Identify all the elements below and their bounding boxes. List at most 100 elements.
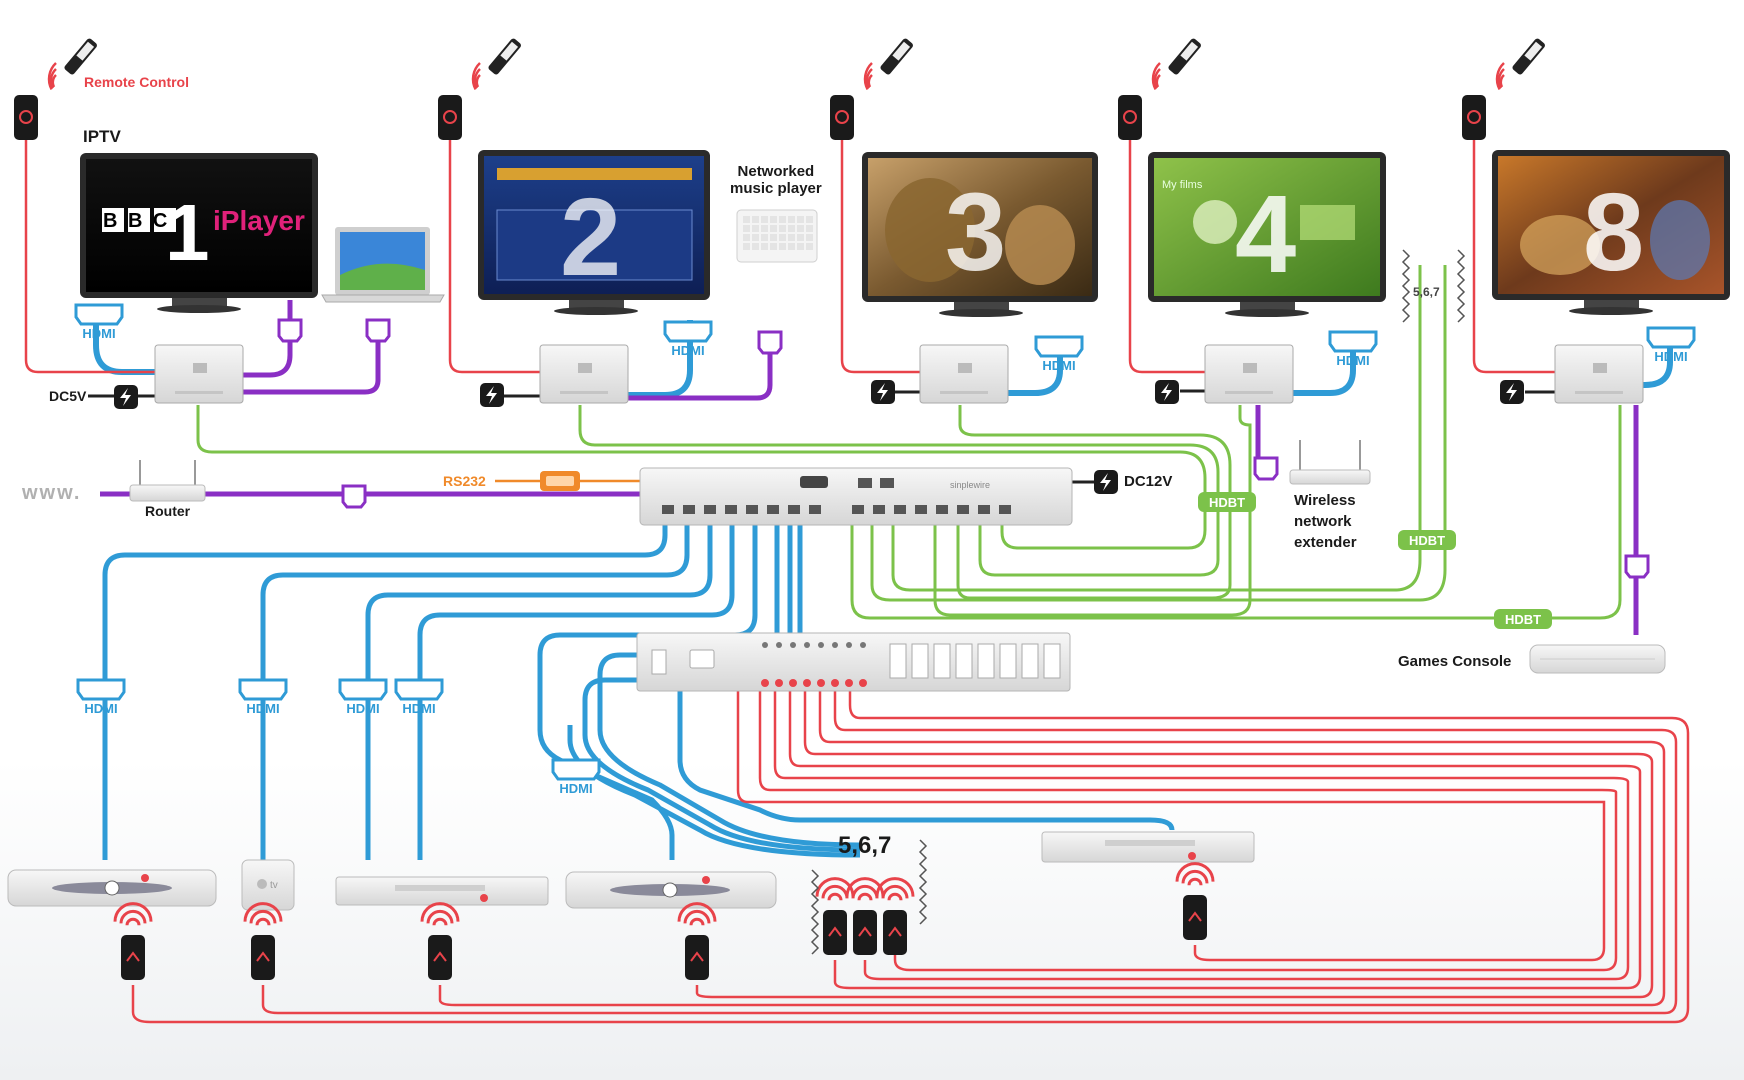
svg-text:HDMI: HDMI bbox=[246, 701, 279, 716]
ethernet-connector-icon bbox=[757, 330, 783, 355]
hdmi-badge-icon: HDMI bbox=[238, 678, 288, 716]
router-device bbox=[129, 460, 206, 502]
power-icon bbox=[480, 383, 504, 407]
ir-emitter-icon bbox=[875, 877, 915, 955]
wireless-extender-line3: extender bbox=[1294, 534, 1357, 551]
ir-emitter-icon bbox=[243, 902, 283, 980]
ir-emitter-icon bbox=[420, 902, 460, 980]
ir-emitter-icon bbox=[815, 877, 855, 955]
tv-2 bbox=[478, 150, 710, 315]
dc5v-label: DC5V bbox=[49, 388, 87, 404]
zones-567-top-label: 5,6,7 bbox=[1413, 285, 1440, 299]
networked-music-player-label-line1: Networked bbox=[737, 163, 815, 180]
ir-emitter-icon bbox=[1175, 862, 1215, 940]
svg-text:HDBT: HDBT bbox=[1505, 612, 1541, 627]
remote-control-icon bbox=[863, 38, 913, 90]
hdbaset-receiver bbox=[154, 344, 244, 404]
svg-text:HDMI: HDMI bbox=[671, 343, 704, 358]
ir-matrix-switch bbox=[636, 632, 1071, 692]
ethernet-connector-icon bbox=[341, 484, 367, 509]
games-console-device bbox=[1529, 644, 1666, 674]
remote-control-icon bbox=[47, 38, 97, 90]
sky-box-2 bbox=[565, 871, 777, 909]
tv-3 bbox=[862, 152, 1098, 317]
apple-tv-device: tv bbox=[241, 859, 295, 911]
networked-music-player-device bbox=[736, 209, 818, 263]
hdbt-badge-icon: HDBT bbox=[1198, 492, 1256, 512]
svg-text:HDMI: HDMI bbox=[1042, 358, 1075, 373]
wireless-extender-line1: Wireless bbox=[1294, 492, 1356, 509]
power-icon bbox=[1094, 470, 1118, 494]
dc12v-label: DC12V bbox=[1124, 473, 1173, 490]
hdmi-badge-icon: HDMI bbox=[1034, 335, 1084, 373]
power-icon bbox=[1155, 380, 1179, 404]
laptop bbox=[321, 227, 445, 303]
hdbt-badge-icon: HDBT bbox=[1398, 530, 1456, 550]
blu-ray-player-2 bbox=[1041, 831, 1255, 863]
hdbaset-receiver bbox=[1204, 344, 1294, 404]
svg-text:sinplewire: sinplewire bbox=[950, 480, 990, 490]
tv2-numeral: 2 bbox=[560, 176, 621, 299]
tv-1 bbox=[80, 153, 318, 313]
hdmi-badge-icon: HDMI bbox=[551, 758, 601, 796]
remote-control-icon bbox=[1151, 38, 1201, 90]
zone-zigzags bbox=[810, 249, 1466, 955]
tv4-numeral: 4 bbox=[1235, 173, 1296, 296]
svg-text:HDBT: HDBT bbox=[1409, 533, 1445, 548]
sky-box-1 bbox=[7, 869, 217, 907]
remote-control-icon bbox=[471, 38, 521, 90]
tv1-player-text: iPlayer bbox=[213, 205, 305, 236]
hdbaset-receiver bbox=[1554, 344, 1644, 404]
power-icon bbox=[1500, 380, 1524, 404]
hdmi-badge-icon: HDMI bbox=[74, 303, 124, 341]
svg-text:HDMI: HDMI bbox=[1336, 353, 1369, 368]
remote-control-label: Remote Control bbox=[84, 74, 189, 90]
ethernet-connector-icon bbox=[1253, 456, 1279, 481]
hdbaset-receiver bbox=[539, 344, 629, 404]
zones-567-bottom-label: 5,6,7 bbox=[838, 832, 892, 859]
tv3-numeral: 3 bbox=[945, 171, 1006, 294]
ir-receiver-icon bbox=[1462, 95, 1486, 140]
hdmi-badge-icon: HDMI bbox=[338, 678, 388, 716]
networked-music-player-label-line2: music player bbox=[730, 180, 822, 197]
ir-emitter-icon bbox=[113, 902, 153, 980]
ir-receiver-icon bbox=[14, 95, 38, 140]
hdbt-badge-icon: HDBT bbox=[1494, 609, 1552, 629]
wireless-network-extender-label: Wireless network extender bbox=[1294, 490, 1357, 553]
hdmi-badge-icon: HDMI bbox=[394, 678, 444, 716]
tv-4 bbox=[1148, 152, 1386, 317]
www-label: www. bbox=[22, 482, 82, 504]
rs232-label: RS232 bbox=[443, 473, 486, 489]
tv4-menu-label: My films bbox=[1162, 179, 1203, 191]
svg-text:HDMI: HDMI bbox=[84, 701, 117, 716]
svg-text:HDMI: HDMI bbox=[346, 701, 379, 716]
ir-receiver-icon bbox=[830, 95, 854, 140]
ir-emitter-icon bbox=[677, 902, 717, 980]
hdmi-badge-icon: HDMI bbox=[663, 320, 713, 358]
svg-text:HDMI: HDMI bbox=[82, 326, 115, 341]
ethernet-connector-icon bbox=[277, 318, 303, 343]
hdmi-matrix-switch: sinplewire bbox=[639, 467, 1073, 526]
iptv-label: IPTV bbox=[83, 127, 121, 146]
remote-control-icon bbox=[1495, 38, 1545, 90]
hdmi-badge-icon: HDMI bbox=[76, 678, 126, 716]
games-console-label: Games Console bbox=[1398, 653, 1512, 670]
tv1-bbc-text: BBC bbox=[103, 210, 178, 232]
svg-text:HDMI: HDMI bbox=[1654, 349, 1687, 364]
svg-text:tv: tv bbox=[270, 880, 278, 891]
remote-controls bbox=[14, 38, 1545, 140]
svg-text:HDMI: HDMI bbox=[559, 781, 592, 796]
hdbaset-receivers bbox=[154, 344, 1644, 404]
hdmi-badge-icon: HDMI bbox=[1646, 326, 1696, 364]
tv8-numeral: 8 bbox=[1583, 171, 1644, 294]
tv-8 bbox=[1492, 150, 1730, 315]
ir-cables bbox=[24, 140, 1690, 1024]
ir-emitters bbox=[113, 862, 1215, 980]
networked-music-player-label: Networked music player bbox=[730, 163, 822, 197]
ethernet-connector-icon bbox=[1624, 554, 1650, 579]
svg-text:HDMI: HDMI bbox=[402, 701, 435, 716]
wireless-network-extender-device bbox=[1289, 440, 1371, 485]
hdbaset-receiver bbox=[919, 344, 1009, 404]
hdmi-badge-icon: HDMI bbox=[1328, 330, 1378, 368]
router-label: Router bbox=[145, 503, 191, 519]
